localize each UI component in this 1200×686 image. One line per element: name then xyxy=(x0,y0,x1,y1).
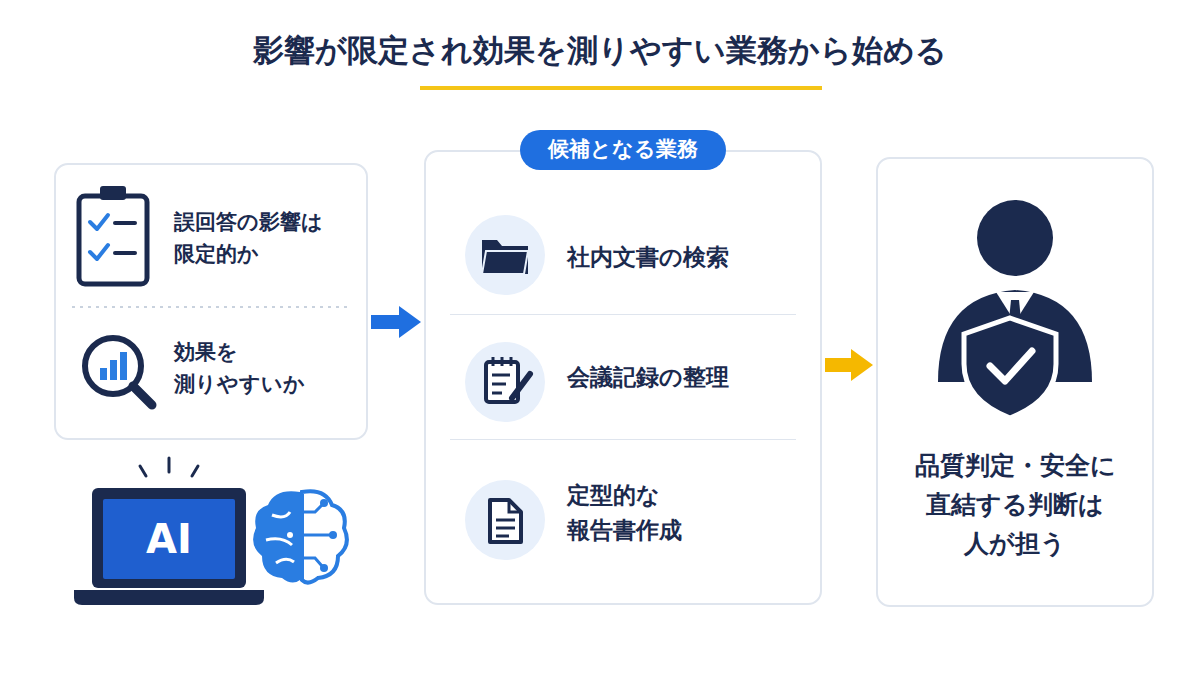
magnifier-icon xyxy=(85,338,152,405)
task-row: 会議記録の整理 xyxy=(450,315,796,440)
criteria-box: 誤回答の影響は 限定的か効果を 測りやすいか xyxy=(54,163,368,440)
task-row: 社内文書の検索 xyxy=(450,200,796,315)
clipboard-icon xyxy=(79,186,147,284)
diagram-title: 影響が限定され効果を測りやすい業務から始める xyxy=(0,30,1200,72)
flow-arrow xyxy=(371,315,401,329)
node-label: 社内文書の検索 xyxy=(567,240,787,275)
person-shield-icon xyxy=(938,200,1092,418)
human-role-box: 品質判定・安全に 直結する判断は 人が担う xyxy=(876,157,1154,607)
screen-label: AI xyxy=(146,516,192,562)
dotted-separator xyxy=(72,306,350,308)
task-row: 定型的な 報告書作成 xyxy=(450,440,796,585)
folder-icon xyxy=(465,215,545,295)
node-label: 効果を 測りやすいか xyxy=(174,337,349,400)
flow-arrow xyxy=(825,358,853,372)
group-heading: 候補となる業務 xyxy=(520,130,726,170)
title-underline xyxy=(420,86,822,90)
candidate-box: 候補となる業務社内文書の検索会議記録の整理定型的な 報告書作成 xyxy=(424,150,822,605)
node-label: 品質判定・安全に 直結する判断は 人が担う xyxy=(895,447,1135,563)
document-icon xyxy=(465,480,545,560)
ai-laptop-illustration xyxy=(74,458,264,605)
notepad-icon xyxy=(465,342,545,422)
node-label: 誤回答の影響は 限定的か xyxy=(174,207,349,270)
node-label: 定型的な 報告書作成 xyxy=(567,478,707,547)
brain-icon xyxy=(253,491,347,582)
node-label: 会議記録の整理 xyxy=(567,360,787,395)
